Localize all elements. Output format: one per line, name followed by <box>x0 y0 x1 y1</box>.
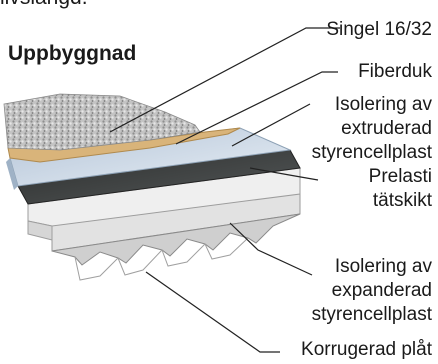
label-gravel: Singel 16/32 <box>326 18 432 42</box>
label-fiber-fabric: Fiberduk <box>358 60 432 84</box>
label-corrugated-steel: Korrugerad plåt <box>301 338 432 362</box>
label-eps-insulation: Isolering av expanderad styrencellplast <box>300 255 432 327</box>
leader-line-steel <box>146 272 280 352</box>
label-xps-insulation: Isolering av extruderad styrencellplast <box>302 93 432 165</box>
label-membrane: Prelasti tätskikt <box>332 165 432 213</box>
